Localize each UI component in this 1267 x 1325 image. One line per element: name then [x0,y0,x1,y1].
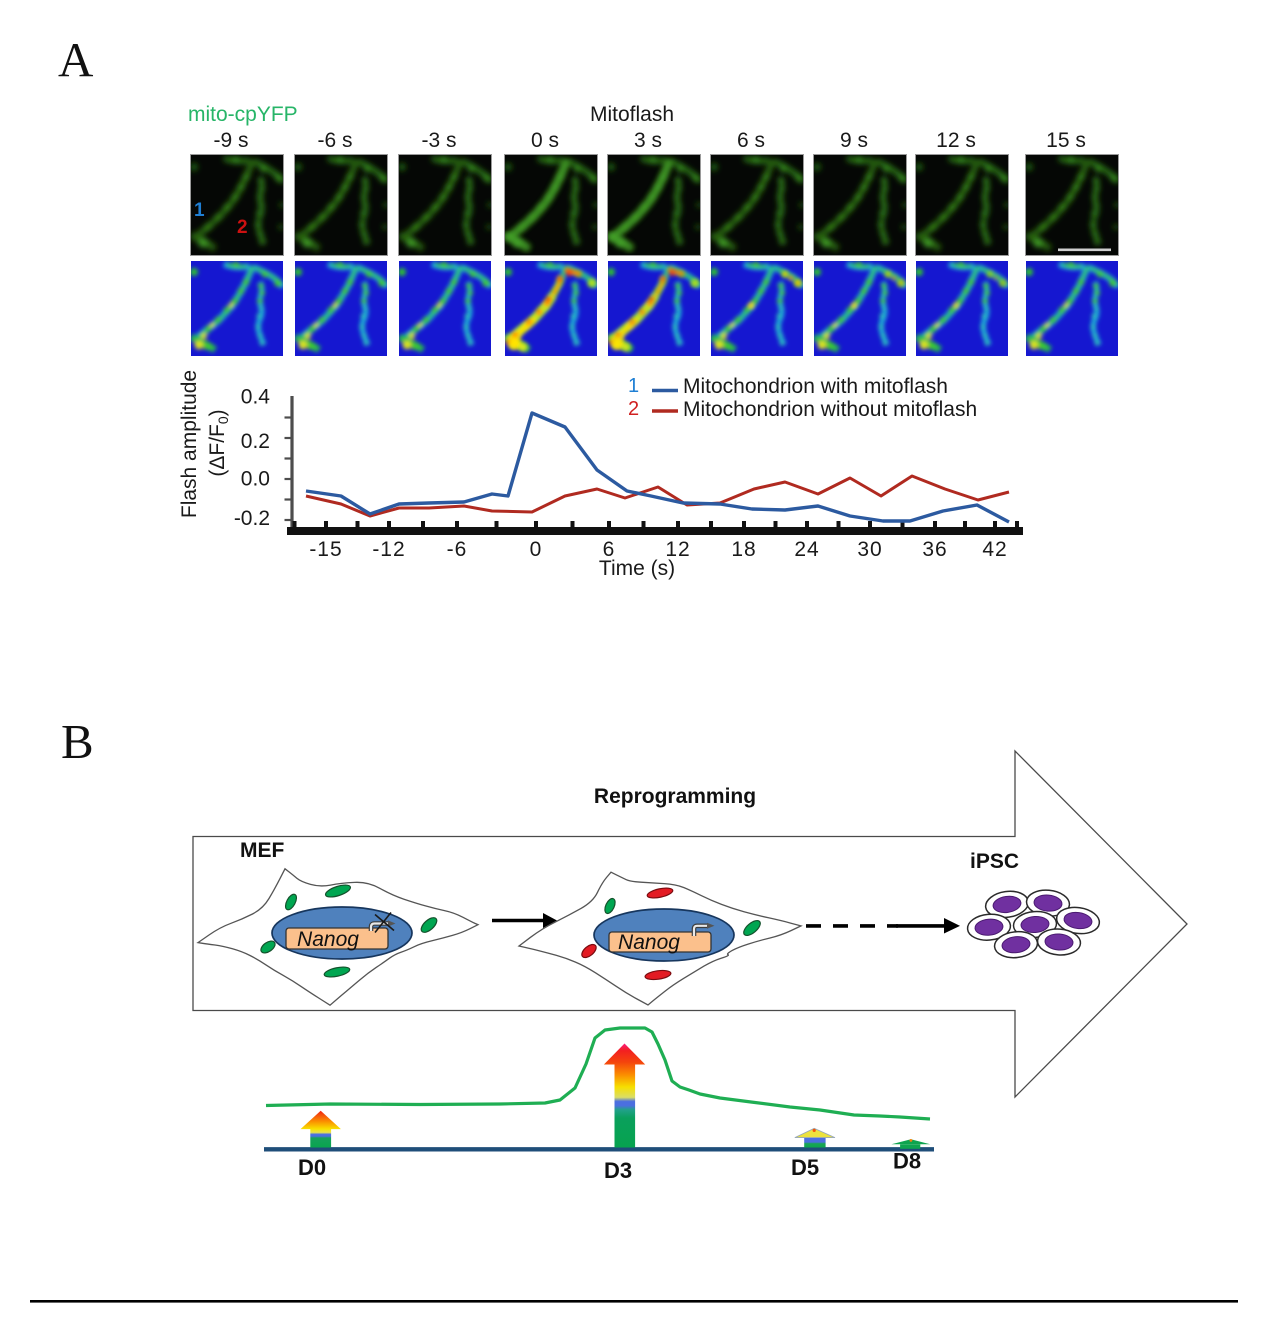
svg-text:2: 2 [628,398,639,420]
svg-text:15 s: 15 s [1046,129,1086,152]
svg-text:1: 1 [628,375,639,397]
svg-text:B: B [61,714,94,769]
svg-text:0 s: 0 s [531,129,559,152]
svg-text:0.2: 0.2 [241,430,270,453]
svg-text:Mitoflash: Mitoflash [590,103,674,126]
svg-text:A: A [58,32,94,87]
svg-text:42: 42 [982,538,1007,561]
svg-text:12 s: 12 s [936,129,976,152]
svg-text:-6 s: -6 s [317,129,352,152]
svg-text:0.0: 0.0 [241,468,270,491]
svg-text:0.4: 0.4 [241,386,271,409]
svg-text:-15: -15 [309,538,342,561]
svg-text:3 s: 3 s [634,129,662,152]
svg-text:18: 18 [731,538,756,561]
svg-text:-3 s: -3 s [421,129,456,152]
svg-text:36: 36 [922,538,947,561]
svg-text:6: 6 [603,538,616,561]
svg-text:D3: D3 [604,1158,632,1183]
svg-text:Reprogramming: Reprogramming [594,785,756,808]
svg-text:Time (s): Time (s) [599,557,675,580]
svg-text:mito-cpYFP: mito-cpYFP [188,103,298,126]
svg-text:Nanog: Nanog [618,931,680,954]
svg-text:-0.2: -0.2 [234,507,270,530]
svg-text:Mitochondrion without mitoflas: Mitochondrion without mitoflash [683,398,977,421]
svg-text:Mitochondrion with mitoflash: Mitochondrion with mitoflash [683,375,948,398]
svg-text:24: 24 [794,538,819,561]
svg-text:D0: D0 [298,1155,326,1180]
svg-text:D8: D8 [893,1149,921,1174]
svg-text:iPSC: iPSC [970,850,1019,873]
svg-text:30: 30 [857,538,882,561]
svg-text:9 s: 9 s [840,129,868,152]
svg-text:-12: -12 [372,538,405,561]
svg-text:2: 2 [237,217,248,238]
svg-text:D5: D5 [791,1155,819,1180]
svg-text:12: 12 [665,538,690,561]
svg-text:-6: -6 [447,538,468,561]
svg-text:0: 0 [530,538,543,561]
svg-text:Flash amplitude: Flash amplitude [178,370,201,518]
svg-text:Nanog: Nanog [297,928,359,951]
svg-text:6 s: 6 s [737,129,765,152]
svg-text:MEF: MEF [240,839,285,862]
svg-text:-9 s: -9 s [213,129,248,152]
svg-text:1: 1 [194,200,205,221]
